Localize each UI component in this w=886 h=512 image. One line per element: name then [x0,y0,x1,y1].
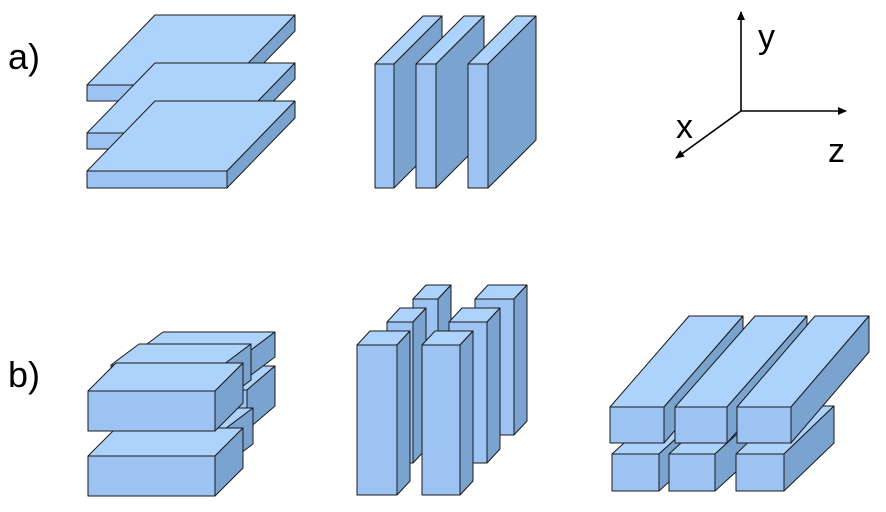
plate-2-front-face [415,63,437,189]
row-label-b: b) [8,354,41,395]
pillar-back-right-side-face [513,284,528,436]
xbar-upper-3 [736,315,870,444]
pillar-front-right [421,330,474,496]
hbar-front-bottom [87,427,244,497]
xbar-upper-2-front-face [674,406,728,444]
pillar-front-left [356,330,411,496]
plate-1-front-face [374,63,395,189]
plate-3 [467,15,537,189]
pillar-front-left-side-face [396,330,411,496]
hbar-front-top-front-face [87,390,216,432]
row-label-a: a) [8,36,41,77]
pillar-front-right-side-face [459,330,474,496]
axis-label-y: y [758,18,775,56]
pillar-front-left-front-face [356,344,398,496]
xbar-lower-2-front-face [668,453,716,492]
hbar-front-bottom-front-face [87,455,216,497]
pillar-mid-right-side-face [486,307,501,464]
hbar-front-top [87,362,244,432]
axis-label-x: x [676,108,693,146]
x-axis-arrow [675,110,742,159]
slab-bottom-front-face [86,170,228,189]
xbar-upper-1-front-face [609,406,665,444]
xbar-lower-1-front-face [611,453,660,492]
xbar-upper-3-front-face [736,406,792,444]
plate-3-front-face [467,63,489,189]
xbar-lower-3-front-face [735,453,785,492]
pillar-front-right-front-face [421,344,461,496]
axis-label-z: z [828,132,845,170]
axis-triad [675,11,847,159]
slab-bottom [86,100,296,189]
